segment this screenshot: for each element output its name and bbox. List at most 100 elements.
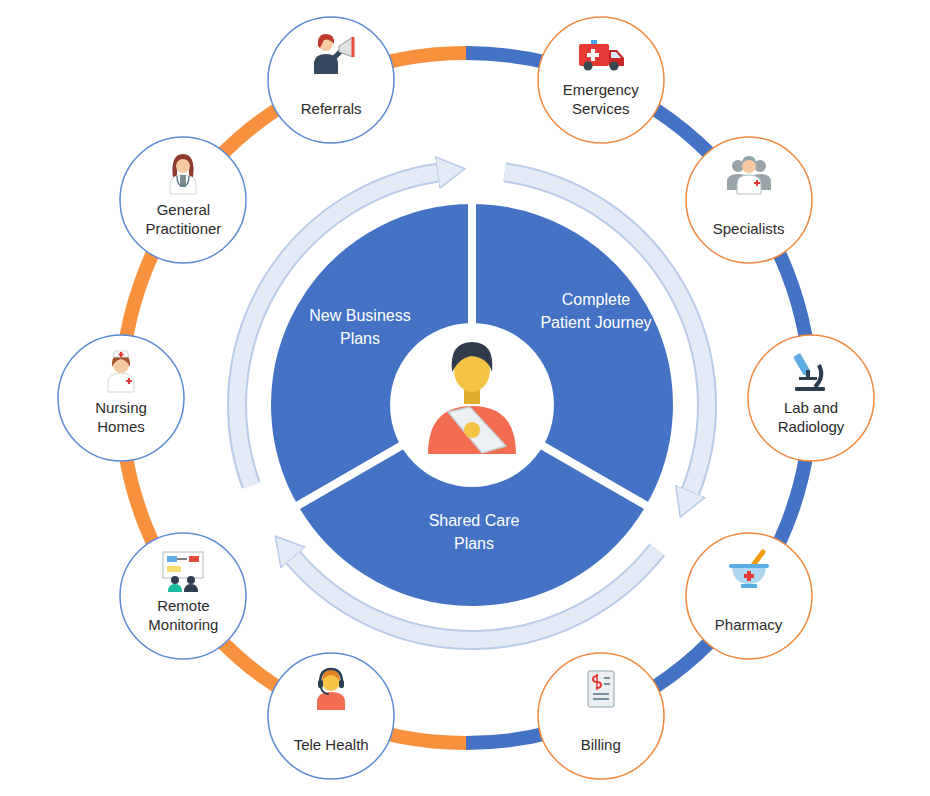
circle-outline xyxy=(537,652,665,780)
referrals-icon-part xyxy=(318,34,334,48)
service-circle: Specialists xyxy=(685,136,813,264)
ambulance-icon-part xyxy=(611,52,621,58)
service-name: Emergency Services xyxy=(551,80,651,118)
outer-ring xyxy=(121,53,811,743)
doctor-icon xyxy=(170,154,196,194)
circle-outline xyxy=(537,16,665,144)
service-circle: Tele Health xyxy=(267,652,395,780)
nurse-icon xyxy=(108,351,134,392)
sector-title: Shared Care Plans xyxy=(414,509,534,555)
service-name: General Practitioner xyxy=(133,200,233,238)
circle-outline xyxy=(267,652,395,780)
service-circle: Pharmacy xyxy=(685,532,813,660)
patient-figure-part xyxy=(428,406,516,454)
specialists-icon-part xyxy=(754,180,760,186)
circle-shape xyxy=(538,17,664,143)
cycle-arrows xyxy=(237,172,707,640)
telehealth-icon-part xyxy=(339,680,344,688)
circle-shape xyxy=(268,653,394,779)
doctor-icon-part xyxy=(177,176,189,186)
ambulance-icon-part xyxy=(584,62,593,71)
circle-outline xyxy=(685,532,813,660)
microscope-icon-part xyxy=(806,370,810,378)
doctor-icon-part xyxy=(176,159,190,173)
mortar-icon-part xyxy=(751,552,763,568)
telehealth-icon-part xyxy=(322,673,340,691)
monitoring-icon-part xyxy=(168,584,182,592)
circle-outline xyxy=(119,532,247,660)
circle-label: Specialists xyxy=(699,219,799,238)
circle-label: Remote Monitoring xyxy=(133,596,233,634)
circle-outline xyxy=(747,334,875,462)
doctor-icon-part xyxy=(172,154,193,178)
nurse-icon-part xyxy=(108,373,134,392)
monitoring-icon-part xyxy=(184,584,198,592)
sector-title: Complete Patient Journey xyxy=(537,288,655,334)
circle-label: Tele Health xyxy=(281,735,381,754)
specialists-icon-part xyxy=(737,175,761,194)
monitoring-icon-part xyxy=(177,558,187,560)
nurse-icon-part xyxy=(113,357,129,373)
mortar-icon-part xyxy=(732,568,766,584)
monitoring-icon-part xyxy=(167,566,181,572)
nurse-icon-part xyxy=(119,352,124,357)
circle-label: Billing xyxy=(551,735,651,754)
ambulance-icon-part xyxy=(609,50,624,66)
doctor-icon-part xyxy=(180,175,186,187)
invoice-icon-part xyxy=(593,678,610,699)
nurse-icon-part xyxy=(113,351,129,357)
service-circle: Lab and Radiology xyxy=(747,334,875,462)
telehealth-icon-part xyxy=(320,669,342,683)
circle-shape xyxy=(268,17,394,143)
invoice-icon-part xyxy=(588,671,614,707)
circle-label: Nursing Homes xyxy=(71,398,171,436)
circle-outline xyxy=(57,334,185,462)
service-name: Specialists xyxy=(699,219,799,238)
specialists-icon-part xyxy=(742,159,756,173)
service-name: Lab and Radiology xyxy=(761,398,861,436)
mortar-icon-part xyxy=(741,584,757,588)
circle-shape xyxy=(120,533,246,659)
circle-label: Pharmacy xyxy=(699,615,799,634)
microscope-icon-part xyxy=(815,365,821,387)
ambulance-icon-part xyxy=(587,49,599,61)
service-circle: Nursing Homes xyxy=(57,334,185,462)
patient-figure-part xyxy=(390,323,554,487)
service-name: Referrals xyxy=(281,99,381,118)
circle-shape xyxy=(120,137,246,263)
circle-shape xyxy=(538,653,664,779)
nurse-icon-part xyxy=(126,378,132,384)
specialists-icon xyxy=(727,156,771,194)
circle-outline xyxy=(119,136,247,264)
mortar-icon-part xyxy=(729,564,769,568)
telehealth-icon-part xyxy=(317,692,345,710)
microscope-icon xyxy=(793,353,825,391)
circle-label: Emergency Services xyxy=(551,80,651,118)
monitoring-icon-part xyxy=(171,576,179,584)
microscope-icon-part xyxy=(793,353,811,376)
service-circle: General Practitioner xyxy=(119,136,247,264)
sector-title: New Business Plans xyxy=(295,304,425,350)
referrals-icon-part xyxy=(339,37,353,57)
ambulance-icon-part xyxy=(579,44,609,66)
invoice-icon-part xyxy=(593,676,601,688)
circle-label: General Practitioner xyxy=(133,200,233,238)
circle-shape xyxy=(58,335,184,461)
sector-label: New Business Plans xyxy=(295,304,425,350)
telehealth-icon-part xyxy=(321,688,329,694)
referrals-icon-part xyxy=(352,37,355,57)
monitoring-icon-part xyxy=(187,576,195,584)
pie-sector: Shared Care Plans xyxy=(267,200,677,610)
nurse-icon-part xyxy=(112,354,130,367)
patient-figure-part xyxy=(464,388,480,404)
telehealth-icon-part xyxy=(318,680,323,688)
mortar-icon xyxy=(729,552,769,588)
specialists-icon-part xyxy=(754,160,766,172)
patient-figure-part xyxy=(452,342,493,372)
patient-figure-part xyxy=(454,348,490,392)
service-circle: Remote Monitoring xyxy=(119,532,247,660)
circle-shape xyxy=(748,335,874,461)
patient-figure-part xyxy=(464,422,480,438)
circle-label: Referrals xyxy=(281,99,381,118)
service-name: Billing xyxy=(551,735,651,754)
